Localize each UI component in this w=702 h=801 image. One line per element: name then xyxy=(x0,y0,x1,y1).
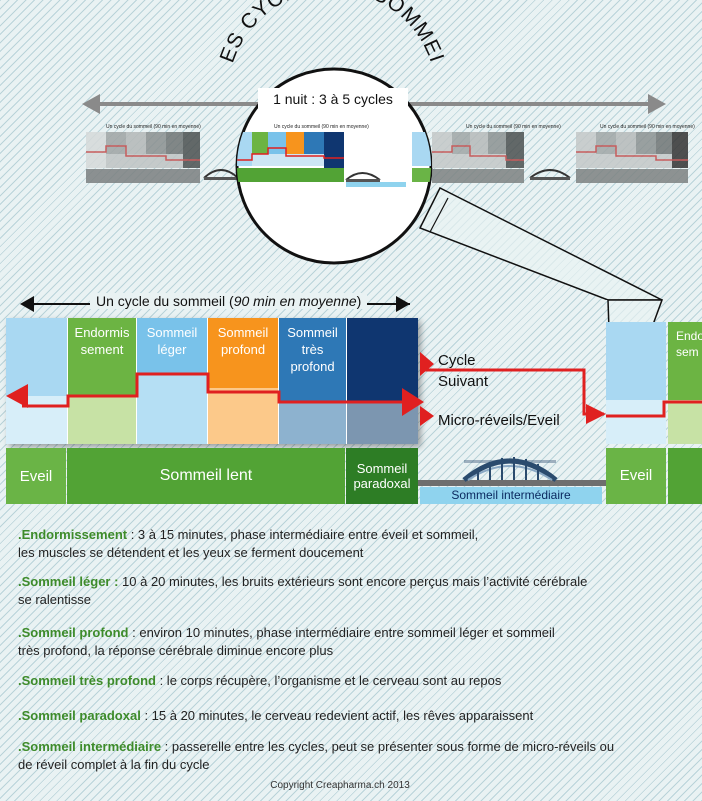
start-arrow-icon xyxy=(6,384,28,408)
stage-label: Sommeil léger xyxy=(146,325,198,357)
definition-sommeil-leger: .Sommeil léger : 10 à 20 minutes, les br… xyxy=(18,574,588,607)
stage-endormissement: Endormis sement xyxy=(68,318,136,444)
next-cycle-label: Cycle Suivant xyxy=(438,352,489,390)
zoom-beam xyxy=(418,186,663,300)
cycle-duration-caption: Un cycle du sommeil (90 min en moyenne) xyxy=(20,292,410,314)
night-label: 1 nuit : 3 à 5 cycles xyxy=(258,88,408,110)
stage-eveil xyxy=(6,318,67,444)
micro-reveils-label: Micro-réveils/Eveil xyxy=(438,412,560,429)
definition-sommeil-tres-profond: .Sommeil très profond : le corps récupèr… xyxy=(18,673,502,688)
mini-cycle-left xyxy=(86,132,200,183)
definition-endormissement: .Endormissement : 3 à 15 minutes, phase … xyxy=(18,527,479,560)
diagram-title: LES CYCLES DU SOMMEIL xyxy=(0,0,448,66)
mini-cycle-right-2 xyxy=(576,132,688,183)
stage-sommeil-leger: Sommeil léger xyxy=(137,318,207,444)
next-cycle-arrow-icon xyxy=(420,352,434,376)
sleep-cycle-chart: Endormis sement Sommeil léger Sommeil pr… xyxy=(6,318,418,444)
band-eveil: Eveil xyxy=(606,448,666,504)
band-sommeil-lent: Sommeil lent xyxy=(67,448,345,504)
stage-label: Sommeil très profond xyxy=(287,325,338,374)
arrow-left-icon xyxy=(20,296,34,312)
stage-sommeil-profond: Sommeil profond xyxy=(208,318,278,444)
stage-label: Endor sem xyxy=(676,329,702,359)
arrow-right-icon xyxy=(396,296,410,312)
bridge-icon xyxy=(418,457,608,486)
next-cycle-partial: Endor sem Eveil xyxy=(606,322,702,504)
mini-cycle-caption: Un cycle du sommeil (90 min en moyenne) xyxy=(106,124,201,130)
stage-label: Sommeil profond xyxy=(217,325,269,357)
copyright: Copyright Creapharma.ch 2013 xyxy=(270,780,410,791)
cycle-duration-label: Un cycle du sommeil (90 min en moyenne) xyxy=(90,293,368,309)
mini-cycle-caption: Un cycle du sommeil (90 min en moyenne) xyxy=(274,124,369,130)
band-eveil: Eveil xyxy=(6,448,66,504)
band-sommeil-paradoxal: Sommeil paradoxal xyxy=(346,448,418,504)
definition-sommeil-paradoxal: .Sommeil paradoxal : 15 à 20 minutes, le… xyxy=(18,708,534,723)
stage-label: Endormis sement xyxy=(74,325,130,357)
micro-reveil-arrow-icon xyxy=(420,406,434,426)
definition-sommeil-profond: .Sommeil profond : environ 10 minutes, p… xyxy=(18,625,555,658)
hypnogram xyxy=(6,352,606,426)
mini-cycle-caption: Un cycle du sommeil (90 min en moyenne) xyxy=(466,124,561,130)
arrow-right-icon xyxy=(402,388,424,416)
mini-bridge-left xyxy=(203,169,239,180)
overview-diagram: LES CYCLES DU SOMMEIL xyxy=(0,0,688,300)
mini-cycle-caption: Un cycle du sommeil (90 min en moyenne) xyxy=(600,124,695,130)
magnifier-circle xyxy=(235,67,433,265)
stage-sommeil-tres-profond: Sommeil très profond xyxy=(279,318,346,444)
arrow-right-icon xyxy=(586,404,606,424)
mini-cycle-right-1 xyxy=(432,132,524,183)
bridge-label: Sommeil intermédiaire xyxy=(420,487,602,504)
mini-bridge-right xyxy=(529,169,571,180)
definition-sommeil-intermediaire: .Sommeil intermédiaire : passerelle entr… xyxy=(18,739,615,772)
